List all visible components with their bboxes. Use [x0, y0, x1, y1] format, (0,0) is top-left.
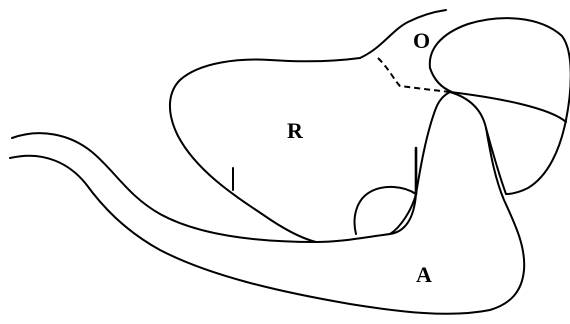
- label-a: A: [416, 262, 432, 287]
- a-region-right-edge: [486, 128, 506, 194]
- r-region-outline: [170, 58, 360, 242]
- a-region-upper-outline: [12, 92, 450, 242]
- label-o: O: [413, 28, 430, 53]
- right-lobe-lower-edge: [450, 92, 566, 122]
- right-lobe-outline: [430, 18, 570, 194]
- a-region-inner-arm: [10, 92, 524, 314]
- label-r: R: [287, 118, 304, 143]
- o-r-dashed-boundary: [378, 58, 450, 92]
- o-cap-inner-curve: [430, 68, 452, 92]
- r-inner-loop: [355, 187, 416, 234]
